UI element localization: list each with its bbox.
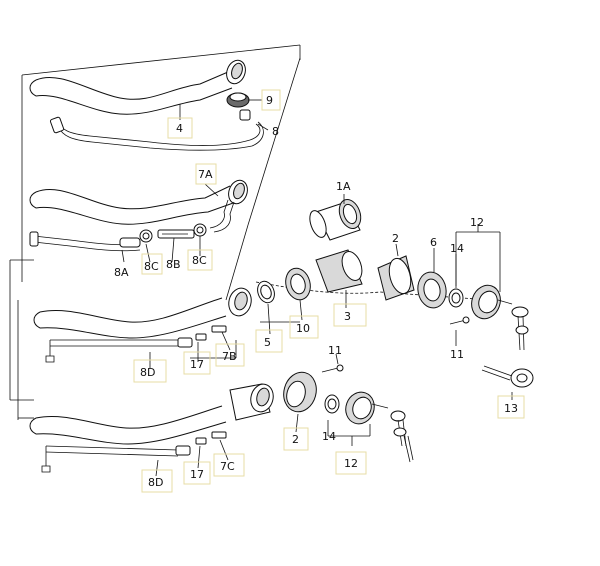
- label-8d-mid: 8D: [140, 366, 155, 379]
- filler-neck-7b-assembly: [33, 287, 252, 363]
- filler-neck-7a-assembly: [29, 179, 248, 252]
- label-8c-left: 8C: [144, 260, 159, 273]
- label-8b: 8B: [166, 258, 181, 271]
- filler-neck-4-assembly: [29, 59, 264, 151]
- label-6: 6: [430, 236, 437, 249]
- label-8d-bot: 8D: [148, 476, 163, 489]
- label-7c: 7C: [220, 460, 235, 473]
- filler-neck-7c-assembly: [29, 371, 414, 473]
- exploded-parts-row: [255, 198, 534, 446]
- label-8c-right: 8C: [192, 254, 207, 267]
- label-7b: 7B: [222, 350, 237, 363]
- frame-lines: [9, 44, 301, 420]
- label-13: 13: [504, 402, 518, 415]
- label-11-mid: 11: [328, 344, 342, 357]
- label-boxes: [133, 89, 525, 493]
- label-12-bot: 12: [344, 457, 358, 470]
- label-10: 10: [296, 322, 310, 335]
- label-17-bot: 17: [190, 468, 204, 481]
- label-7a: 7A: [198, 168, 213, 181]
- label-5: 5: [264, 336, 271, 349]
- label-14-top: 14: [450, 242, 464, 255]
- label-12-top: 12: [470, 216, 484, 229]
- label-14-bot: 14: [322, 430, 336, 443]
- label-2-bot: 2: [292, 433, 299, 446]
- part-labels: 4 9 8 7A 1A 8A 8C 8B 8C 2 6 14 12 5 10 3…: [114, 94, 518, 489]
- label-1a: 1A: [336, 180, 351, 193]
- label-17-mid: 17: [190, 358, 204, 371]
- label-8: 8: [272, 125, 279, 138]
- label-9: 9: [266, 94, 273, 107]
- label-11-right: 11: [450, 348, 464, 361]
- label-2-top: 2: [392, 232, 399, 245]
- label-4: 4: [176, 122, 183, 135]
- label-3: 3: [344, 310, 351, 323]
- label-8a: 8A: [114, 266, 129, 279]
